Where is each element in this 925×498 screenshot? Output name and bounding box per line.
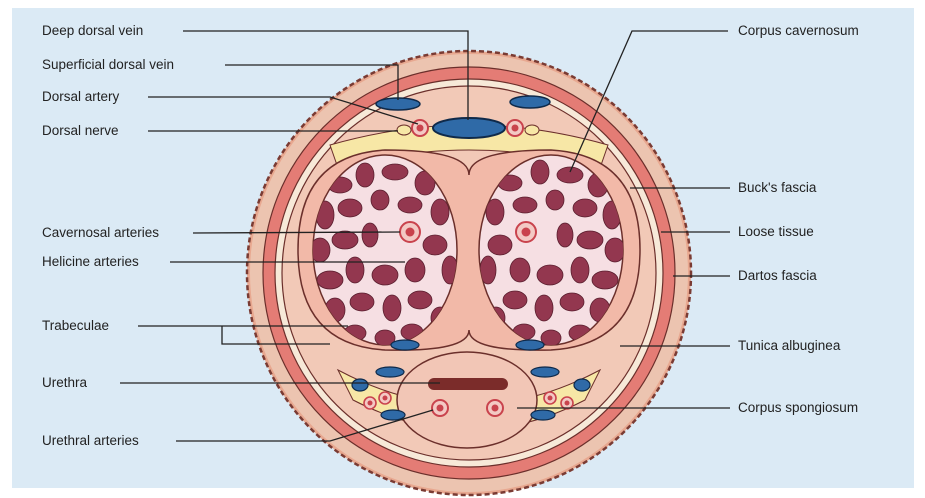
dorsal-nerve-left	[397, 125, 411, 135]
ventral-vein-2	[516, 340, 544, 350]
label-corpus-cavernosum: Corpus cavernosum	[738, 23, 859, 39]
deep-dorsal-vein	[433, 118, 505, 138]
label-loose-tissue: Loose tissue	[738, 224, 814, 240]
ventral-vein-8	[531, 410, 555, 420]
label-urethra: Urethra	[42, 375, 87, 391]
dorsal-artery-right	[507, 120, 523, 136]
dorsal-nerve-right	[525, 125, 539, 135]
label-tunica-albuginea: Tunica albuginea	[738, 338, 840, 354]
label-deep-dorsal-vein: Deep dorsal vein	[42, 23, 143, 39]
ventral-artery-4	[561, 397, 573, 409]
ventral-artery-3	[544, 392, 556, 404]
label-superficial-dorsal-vein: Superficial dorsal vein	[42, 57, 174, 73]
cavernosal-artery-left	[400, 222, 420, 242]
label-dorsal-nerve: Dorsal nerve	[42, 123, 119, 139]
ventral-artery-2	[379, 392, 391, 404]
label-urethral-arteries: Urethral arteries	[42, 433, 139, 449]
label-helicine-arteries: Helicine arteries	[42, 254, 139, 270]
label-corpus-spongiosum: Corpus spongiosum	[738, 400, 858, 416]
corpus-spongiosum	[397, 352, 537, 448]
ventral-vein-7	[381, 410, 405, 420]
ventral-artery-1	[364, 397, 376, 409]
superficial-dorsal-vein-right	[510, 96, 550, 108]
urethra-lumen	[428, 378, 508, 390]
urethral-artery-right	[487, 400, 503, 416]
label-cavernosal-arteries: Cavernosal arteries	[42, 225, 159, 241]
ventral-vein-3	[376, 367, 404, 377]
label-bucks-fascia: Buck's fascia	[738, 180, 816, 196]
ventral-vein-4	[531, 367, 559, 377]
label-trabeculae: Trabeculae	[42, 318, 109, 334]
ventral-vein-5	[352, 379, 368, 391]
ventral-vein-1	[391, 340, 419, 350]
cavernosal-artery-right	[516, 222, 536, 242]
urethral-artery-left	[432, 400, 448, 416]
label-dorsal-artery: Dorsal artery	[42, 89, 119, 105]
ventral-vein-6	[574, 379, 590, 391]
label-dartos-fascia: Dartos fascia	[738, 268, 817, 284]
